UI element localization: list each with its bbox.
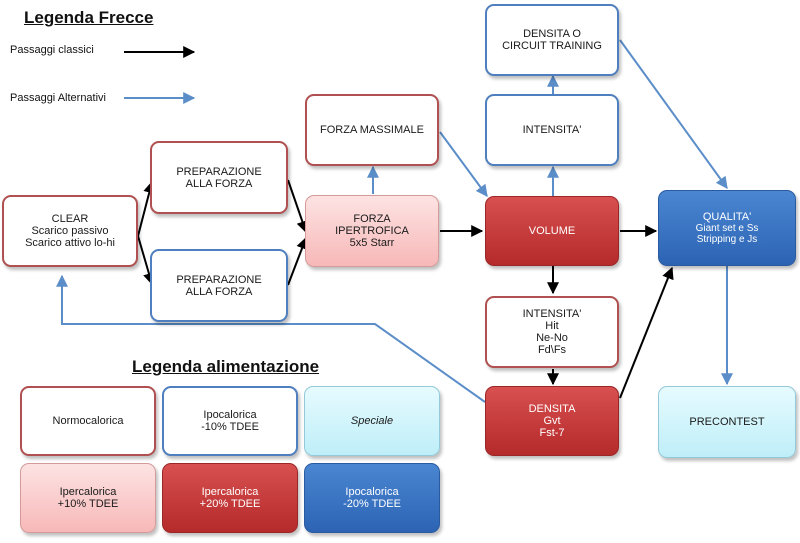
node-qualita-line1: QUALITA' xyxy=(702,211,752,223)
legend-ipocalorica-20: Ipocalorica -20% TDEE xyxy=(304,463,440,533)
arrow-prep-bottom-to-forza xyxy=(287,236,308,286)
legend-ipocalorica-10-line2: -10% TDEE xyxy=(201,421,259,433)
legend-ipercalorica-20-line1: Ipercalorica xyxy=(201,486,259,498)
legend-ipercalorica-20: Ipercalorica +20% TDEE xyxy=(162,463,298,533)
legend-classic-label: Passaggi classici xyxy=(10,44,94,56)
arrow-densita-to-qualita xyxy=(619,266,674,399)
arrow-densita-to-clear xyxy=(56,274,486,403)
node-intensita-top-line1: INTENSITA' xyxy=(522,124,582,136)
node-qualita: QUALITA' Giant set e Ss Stripping e Js xyxy=(658,190,796,266)
legend-ipercalorica-20-line2: +20% TDEE xyxy=(199,498,261,510)
legend-speciale-line1: Speciale xyxy=(350,415,394,427)
node-densita-line1: DENSITA xyxy=(528,403,576,415)
node-densita-circuit-line1: DENSITA O xyxy=(523,28,581,40)
node-densita-line2: Gvt xyxy=(543,415,561,427)
legend-ipocalorica-10: Ipocalorica -10% TDEE xyxy=(162,386,298,456)
node-forza-ipertrofica-line1: FORZA xyxy=(353,213,391,225)
node-forza-ipertrofica-line3: 5x5 Starr xyxy=(349,237,395,249)
arrow-massimale-to-volume xyxy=(439,131,488,197)
node-volume: VOLUME xyxy=(485,196,619,266)
node-precontest: PRECONTEST xyxy=(658,386,796,458)
node-densita-circuit-line2: CIRCUIT TRAINING xyxy=(502,40,602,52)
legend-arrows-title: Legenda Frecce xyxy=(24,8,154,27)
legend-normocalorica: Normocalorica xyxy=(20,386,156,456)
legend-normocalorica-line1: Normocalorica xyxy=(52,415,124,427)
node-intensita-mid-line1: INTENSITA' xyxy=(522,308,582,320)
legend-ipocalorica-20-line1: Ipocalorica xyxy=(345,486,399,498)
node-densita: DENSITA Gvt Fst-7 xyxy=(485,386,619,456)
node-intensita-mid-line4: Fd\Fs xyxy=(537,344,567,356)
node-volume-line1: VOLUME xyxy=(528,225,576,237)
node-forza-ipertrofica-line2: IPERTROFICA xyxy=(335,225,409,237)
node-forza-massimale-line1: FORZA MASSIMALE xyxy=(320,124,424,136)
node-intensita-mid-line3: Ne-No xyxy=(536,332,568,344)
node-prep-bottom: PREPARAZIONE ALLA FORZA xyxy=(150,249,288,322)
legend-ipocalorica-20-line2: -20% TDEE xyxy=(343,498,401,510)
legend-diet-title: Legenda alimentazione xyxy=(132,357,320,376)
node-precontest-line1: PRECONTEST xyxy=(689,416,765,428)
node-intensita-mid-line2: Hit xyxy=(545,320,559,332)
legend-ipercalorica-10: Ipercalorica +10% TDEE xyxy=(20,463,156,533)
node-qualita-line2: Giant set e Ss xyxy=(695,223,759,234)
legend-ipercalorica-10-line2: +10% TDEE xyxy=(57,498,119,510)
node-clear-line1: CLEAR xyxy=(51,213,89,225)
node-prep-top: PREPARAZIONE ALLA FORZA xyxy=(150,141,288,214)
node-intensita-top: INTENSITA' xyxy=(485,94,619,166)
node-prep-bottom-line2: ALLA FORZA xyxy=(185,285,253,298)
legend-ipercalorica-10-line1: Ipercalorica xyxy=(59,486,117,498)
arrow-clear-to-prep-bottom xyxy=(137,235,155,286)
node-clear-line3: Scarico attivo lo-hi xyxy=(25,237,115,249)
node-clear: CLEAR Scarico passivo Scarico attivo lo-… xyxy=(2,195,138,267)
node-forza-massimale: FORZA MASSIMALE xyxy=(305,94,439,166)
node-prep-top-line2: ALLA FORZA xyxy=(185,177,253,190)
arrow-clear-to-prep-top xyxy=(137,180,156,237)
node-prep-top-line1: PREPARAZIONE xyxy=(176,165,262,178)
legend-ipocalorica-10-line1: Ipocalorica xyxy=(203,409,257,421)
legend-alternative-label: Passaggi Alternativi xyxy=(10,92,106,104)
node-densita-line3: Fst-7 xyxy=(539,427,565,439)
arrow-densita-circuit-to-qualita xyxy=(619,39,728,189)
legend-speciale: Speciale xyxy=(304,386,440,456)
node-densita-circuit: DENSITA O CIRCUIT TRAINING xyxy=(485,4,619,76)
node-forza-ipertrofica: FORZA IPERTROFICA 5x5 Starr xyxy=(305,195,439,267)
arrow-prep-top-to-forza xyxy=(287,179,309,234)
node-qualita-line3: Stripping e Js xyxy=(696,234,758,245)
node-prep-bottom-line1: PREPARAZIONE xyxy=(176,273,262,286)
node-intensita-mid: INTENSITA' Hit Ne-No Fd\Fs xyxy=(485,296,619,368)
node-clear-line2: Scarico passivo xyxy=(31,225,109,237)
